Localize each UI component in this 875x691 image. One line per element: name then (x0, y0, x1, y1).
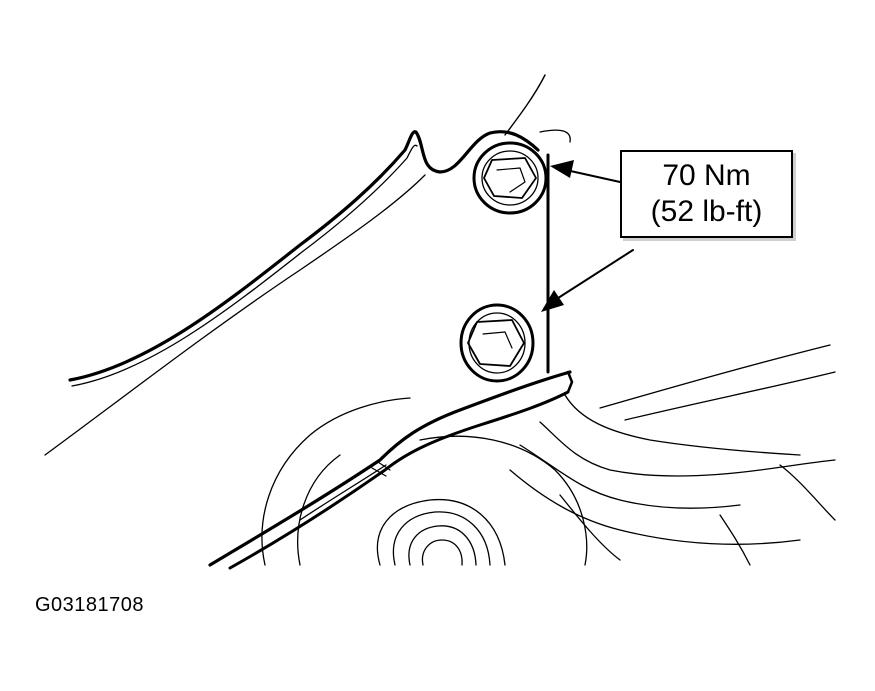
housing-line-7 (779, 464, 836, 521)
bracket-upper-edge-inner (71, 144, 418, 387)
slot-edge (539, 129, 571, 143)
housing-line-4 (539, 421, 836, 477)
bracket-lower-arm-inner (228, 390, 570, 570)
housing-line-1 (564, 394, 801, 456)
torque-callout: 70 Nm (52 lb-ft) (620, 150, 793, 238)
bracket-lower-arm (208, 370, 572, 567)
lower-bolt (459, 303, 535, 383)
upper-bolt (472, 141, 548, 215)
bracket-upper-edge (68, 130, 540, 382)
housing-line-8 (559, 494, 621, 561)
bracket-face-line (44, 174, 426, 456)
background-line-top (504, 74, 546, 136)
bracket-lower-arm-crease (299, 464, 387, 521)
housing-line-5 (519, 444, 741, 509)
housing-line-2 (599, 344, 831, 409)
leader-upper (565, 169, 621, 183)
cover-contour-1 (261, 397, 411, 566)
arrowhead-lower (541, 290, 564, 312)
arrowhead-upper (550, 160, 574, 178)
figure-id: G03181708 (35, 594, 145, 616)
cover-contour-3 (419, 435, 588, 566)
leader-lower (554, 249, 634, 301)
pulley-feature (376, 498, 506, 566)
cover-contour-2 (297, 454, 341, 566)
leader-arrows (554, 169, 634, 301)
housing-line-3 (624, 371, 836, 421)
housing-line-9 (719, 514, 751, 566)
torque-imperial-label: (52 lb-ft) (650, 195, 763, 228)
torque-metric-label: 70 Nm (662, 159, 751, 192)
housing-line-6 (509, 469, 801, 545)
